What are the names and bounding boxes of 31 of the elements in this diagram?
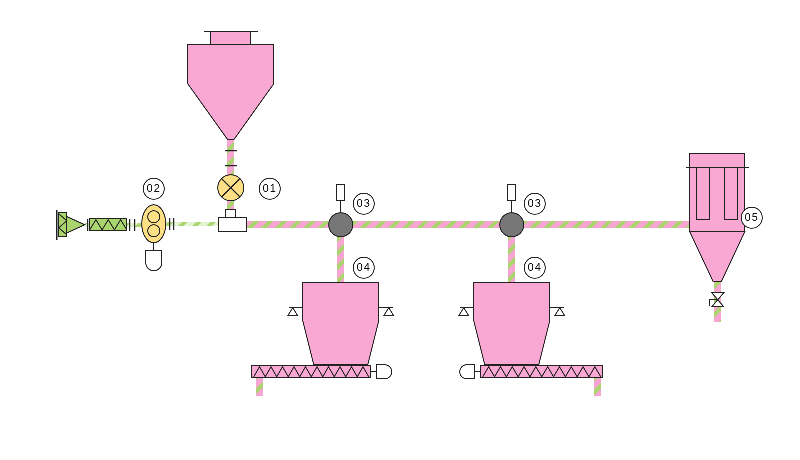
receiving-hopper (302, 282, 380, 366)
callout-number: 02 (143, 178, 165, 200)
callout-number: 04 (353, 257, 375, 279)
pipe (524, 222, 690, 228)
pipe-tee (218, 210, 248, 232)
callout-number: 05 (741, 207, 763, 229)
callout-number: 04 (524, 257, 546, 279)
pipe (166, 222, 219, 226)
callout-number: 03 (353, 193, 375, 215)
pipe (714, 282, 722, 322)
receiving-hopper (474, 282, 550, 366)
diverter-valve (500, 212, 524, 238)
pipe (508, 237, 516, 283)
pipe (247, 222, 329, 228)
pipe (228, 140, 234, 175)
storage-silo (188, 32, 274, 140)
pipe (256, 378, 264, 396)
screw-conveyor (480, 366, 604, 378)
pipe (127, 223, 142, 227)
pipe (594, 378, 602, 396)
diverter-valve (328, 212, 354, 238)
pipe (338, 237, 344, 283)
callout-number: 03 (524, 193, 546, 215)
inlet-filter (90, 218, 128, 232)
screw-conveyor (252, 366, 372, 378)
pipe (228, 201, 234, 210)
rotary-valve (218, 174, 244, 202)
callout-number: 01 (259, 178, 281, 200)
pipe (353, 222, 500, 228)
blower (142, 204, 166, 244)
inlet-silencer (56, 210, 86, 240)
